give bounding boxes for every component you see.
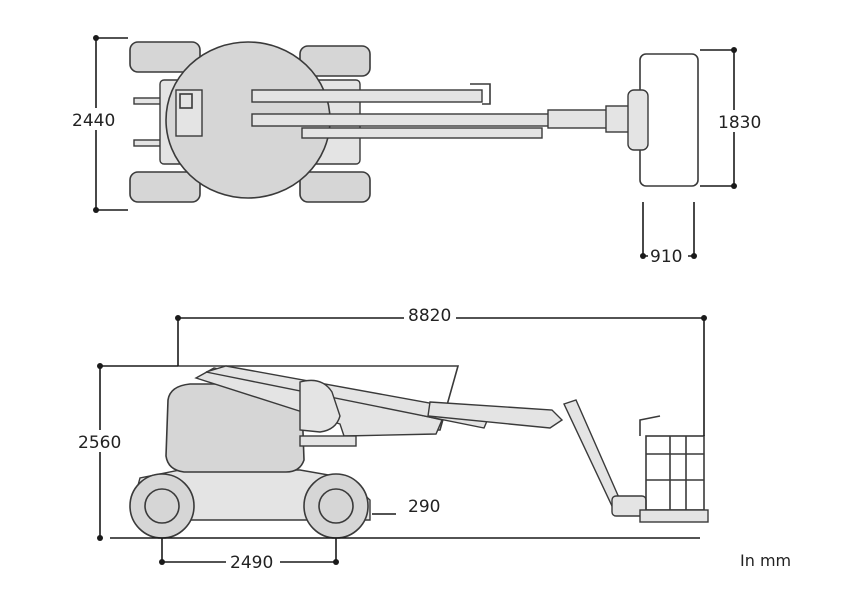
dim-label-wheelbase: 2490 (230, 553, 273, 573)
side-wheel-front (129, 473, 195, 539)
dim-dot (691, 253, 697, 259)
dim-label-bg (648, 246, 688, 266)
side-platform-floor (639, 509, 709, 523)
top-main-boom (251, 113, 553, 127)
dim-label-bg (404, 304, 456, 326)
dim-dot (93, 35, 99, 41)
dim-dot (731, 183, 737, 189)
dim-dot (159, 559, 165, 565)
top-view: 2440 1830 910 (68, 35, 770, 267)
dim-dot (97, 363, 103, 369)
side-cylinder (299, 435, 357, 447)
top-jib (547, 109, 611, 129)
dim-label-bg (74, 430, 130, 452)
dim-label-stowed-height: 2560 (78, 433, 121, 453)
top-upper-boom (251, 89, 483, 103)
dim-label-ground-clearance: 290 (408, 497, 440, 517)
dim-dot (333, 559, 339, 565)
dim-label-overall-length: 8820 (408, 306, 451, 326)
side-wheel-rear (303, 473, 369, 539)
dim-dot (701, 315, 707, 321)
side-main-boom (427, 401, 564, 429)
top-lower-boom (301, 127, 543, 139)
top-boom-end-bracket (470, 83, 491, 105)
side-wheel-rear-hub (318, 488, 354, 524)
dim-label-top-width: 2440 (72, 111, 115, 131)
side-turret (165, 383, 305, 473)
dim-label-platform-depth: 910 (650, 247, 682, 267)
dim-dot (640, 253, 646, 259)
side-jib (563, 399, 621, 508)
dim-dot (731, 47, 737, 53)
dim-label-platform-width: 1830 (718, 113, 761, 133)
unit-note: In mm (740, 551, 791, 570)
dim-dot (93, 207, 99, 213)
side-wheel-front-hub (144, 488, 180, 524)
top-platform-mount (627, 89, 649, 151)
top-wheel-front-right (129, 171, 201, 203)
dim-label-bg (68, 108, 124, 130)
side-platform-cage (645, 435, 705, 511)
dim-label-bg (714, 110, 770, 132)
dim-label-bg (226, 551, 280, 573)
top-control-panel (179, 93, 193, 109)
dim-dot (97, 535, 103, 541)
side-platform-handrail (639, 415, 661, 436)
dim-dot (175, 315, 181, 321)
side-view: 8820 2560 290 2490 In mm (74, 304, 791, 573)
side-boom-pivot (299, 379, 341, 433)
top-wheel-rear-right (299, 171, 371, 203)
